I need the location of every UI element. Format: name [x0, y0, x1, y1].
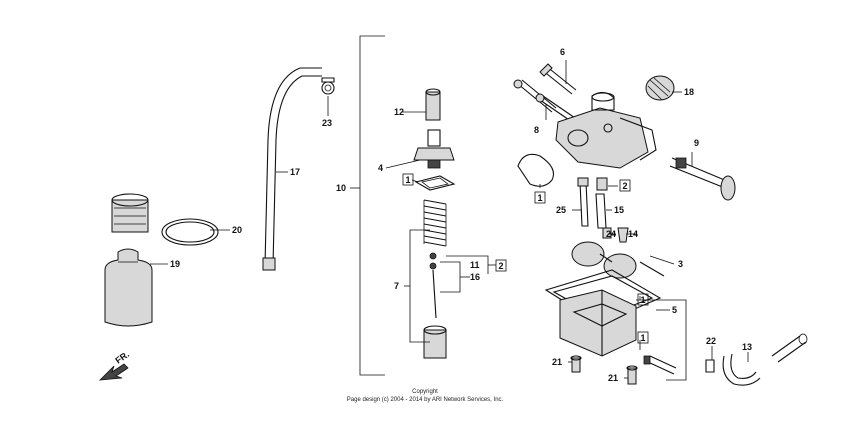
drain-screw	[643, 355, 677, 375]
callout-5: 5	[672, 305, 677, 315]
boxed-2-needle: 2	[499, 261, 504, 271]
callout-20: 20	[232, 225, 242, 235]
part-3-float	[571, 241, 665, 279]
front-direction-label: FR.	[113, 349, 131, 366]
carburetor-body	[555, 91, 657, 169]
boxed-1-drain: 1	[641, 333, 646, 343]
copyright-line-2: Page design (c) 2004 - 2014 by ARI Netwo…	[347, 397, 504, 403]
callout-12: 12	[394, 107, 404, 117]
part-17-breather-tube	[262, 67, 322, 271]
part-11-needle-clip	[429, 252, 437, 270]
callout-19: 19	[170, 259, 180, 269]
bracket-16	[440, 261, 470, 293]
part-12-cable-adjuster	[425, 88, 441, 121]
leader-lines	[150, 60, 749, 381]
callout-16: 16	[470, 272, 480, 282]
part-4-carb-top	[413, 129, 455, 169]
callout-10: 10	[336, 183, 346, 193]
callout-17: 17	[290, 167, 300, 177]
callout-14: 14	[628, 229, 638, 239]
part-15-jet-holder	[595, 177, 608, 229]
front-direction-arrow	[98, 363, 129, 381]
callout-3: 3	[678, 259, 683, 269]
callout-15: 15	[614, 205, 624, 215]
part-24-main-jet	[602, 227, 612, 239]
callout-8: 8	[534, 125, 539, 135]
callout-23: 23	[322, 118, 332, 128]
boxed-1-bowl: 1	[641, 295, 646, 305]
part-25-needle-jet	[577, 177, 589, 227]
callout-13: 13	[742, 342, 752, 352]
callout-25: 25	[556, 205, 566, 215]
part-19-oil-bottle	[104, 193, 153, 327]
boxed-1-oring: 1	[538, 193, 543, 203]
part-6-idle-screw	[539, 63, 577, 95]
boxed-1-top: 1	[406, 175, 411, 185]
boxed-refs: 1 2 1 2 1 1	[402, 173, 649, 344]
bracket-11	[446, 255, 496, 274]
part-23-clip	[321, 77, 335, 95]
callout-7: 7	[394, 281, 399, 291]
part-7-throttle-valve	[423, 325, 447, 359]
part-21-screws	[570, 355, 638, 385]
part-22-clip	[705, 359, 715, 373]
part-4-gasket	[414, 175, 456, 191]
bracket-10	[350, 35, 385, 376]
callout-22: 22	[706, 336, 716, 346]
callout-9: 9	[694, 138, 699, 148]
callouts: 20 19 17 23 10 12 4 7 11 16 6 8 18 9 25 …	[170, 47, 752, 383]
callout-4: 4	[378, 163, 383, 173]
part-1-o-ring-top	[517, 153, 555, 187]
callout-18: 18	[684, 87, 694, 97]
callout-21a: 21	[552, 357, 562, 367]
part-7-spring	[423, 199, 447, 247]
bracket-7	[404, 229, 430, 343]
callout-11: 11	[470, 260, 480, 270]
callout-6: 6	[560, 47, 565, 57]
part-20-hose-clamp	[161, 218, 219, 246]
callout-24: 24	[606, 229, 616, 239]
part-9-choke-plunger	[669, 157, 736, 201]
boxed-2-jet: 2	[623, 181, 628, 191]
callout-21b: 21	[608, 373, 618, 383]
part-14-pilot-jet	[617, 227, 629, 243]
part-13-overflow-tube	[722, 333, 808, 386]
part-5-float-bowl	[544, 269, 662, 357]
part-16-jet-needle	[432, 269, 437, 319]
copyright-line-1: Copyright	[412, 389, 438, 395]
part-18-air-screw-cap	[645, 75, 675, 101]
